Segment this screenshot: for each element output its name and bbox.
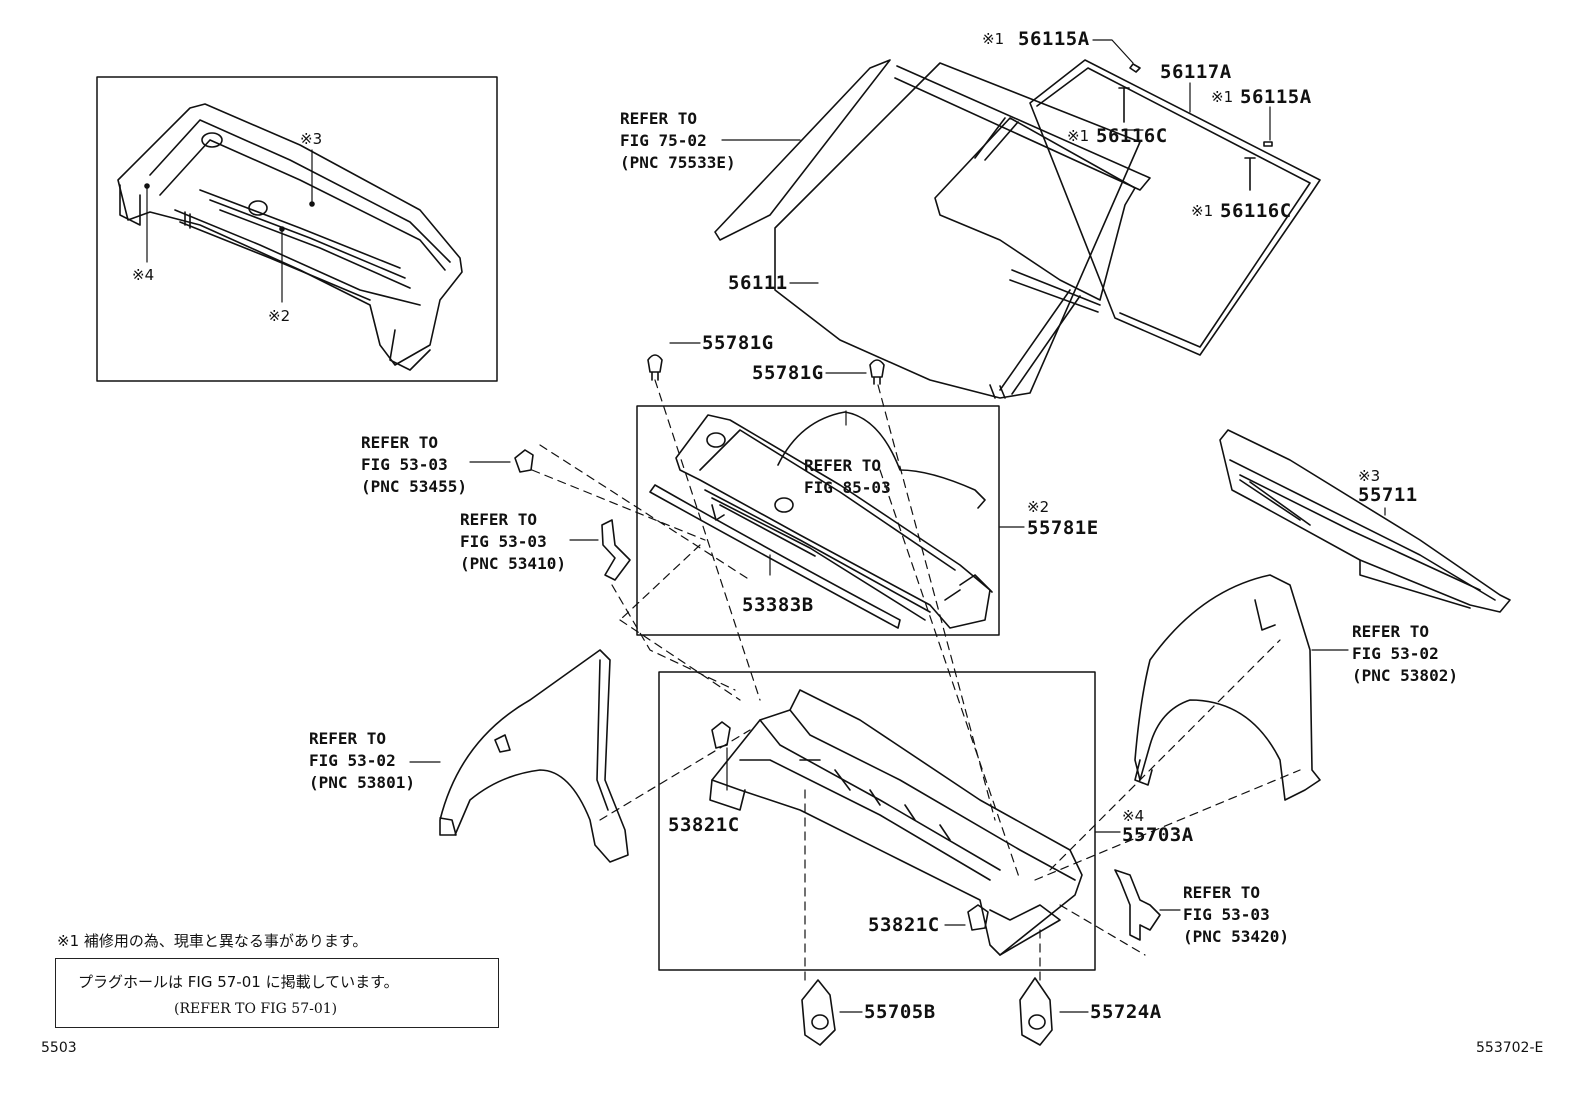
mark-1-d: ※1 <box>1191 202 1214 220</box>
inset-frame <box>96 76 498 382</box>
windshield-glass <box>714 59 1151 399</box>
stopper-56116C <box>1118 87 1130 123</box>
cowl-louver-panel <box>675 414 993 629</box>
cowl-louver-box <box>636 405 1000 636</box>
clip-55781G-right <box>869 359 885 385</box>
cowl-panel-box <box>658 671 1096 971</box>
part-55703A-label: 55703A <box>1122 824 1194 846</box>
footnote-1: ※1 補修用の為、現車と異なる事があります。 <box>57 932 368 950</box>
refer-fig-53-03-a[interactable]: REFER TO FIG 53-03 (PNC 53455) <box>361 433 467 496</box>
part-55711-label: 55711 <box>1358 484 1418 506</box>
part-56111-label: 56111 <box>728 272 788 294</box>
bracket-53821C-right <box>967 904 989 931</box>
inset-mark-2: ※2 <box>268 307 291 325</box>
refer-fig-53-03-b[interactable]: REFER TO FIG 53-03 (PNC 53410) <box>460 510 566 573</box>
page-code-left: 5503 <box>41 1040 77 1056</box>
inset-mark-3: ※3 <box>300 130 323 148</box>
seal-55724A <box>1019 977 1053 1046</box>
bracket-53410 <box>601 519 631 581</box>
assembly-dashed-lines <box>531 379 1301 986</box>
clip-55781G-left <box>647 354 663 381</box>
part-56116C-label: 56116C <box>1096 125 1168 147</box>
plug-hole-note-en[interactable]: (REFER TO FIG 57-01) <box>174 1001 338 1017</box>
part-53821C-label: 53821C <box>668 814 740 836</box>
cowl-seal-53383B <box>649 484 901 629</box>
part-55781G-label: 55781G <box>702 332 774 354</box>
refer-fig-85-03[interactable]: REFER TO FIG 85-03 <box>804 456 891 497</box>
part-56115A-label-2: 56115A <box>1240 86 1312 108</box>
inset-cowl-assembly <box>117 103 463 371</box>
plug-hole-note-box: プラグホールは FIG 57-01 に掲載しています。 (REFER TO FI… <box>55 958 499 1028</box>
mark-1-b: ※1 <box>1211 88 1234 106</box>
part-56115A-label: 56115A <box>1018 28 1090 50</box>
refer-fig-53-03-c[interactable]: REFER TO FIG 53-03 (PNC 53420) <box>1183 883 1289 946</box>
seal-55705B <box>801 979 836 1046</box>
windshield-molding <box>1029 59 1321 356</box>
refer-fig-53-02-right[interactable]: REFER TO FIG 53-02 (PNC 53802) <box>1352 622 1458 685</box>
bracket-53821C-left <box>711 721 731 749</box>
fender-left <box>439 649 629 863</box>
part-56117A-label: 56117A <box>1160 61 1232 83</box>
washer-hose <box>777 411 986 509</box>
refer-fig-53-02-left[interactable]: REFER TO FIG 53-02 (PNC 53801) <box>309 729 415 792</box>
part-53383B-label: 53383B <box>742 594 814 616</box>
figure-code-right: 553702-E <box>1476 1040 1544 1056</box>
plug-hole-note-jp: プラグホールは FIG 57-01 に掲載しています。 <box>78 973 399 991</box>
mark-3: ※3 <box>1358 467 1381 485</box>
fender-right <box>1134 574 1321 801</box>
cowl-panel-55703A <box>709 689 1083 956</box>
mark-1-c: ※1 <box>1067 127 1090 145</box>
cowl-top-55711 <box>1219 429 1511 613</box>
inset-mark-4: ※4 <box>132 266 155 284</box>
mark-1-a: ※1 <box>982 30 1005 48</box>
mark-4: ※4 <box>1122 807 1145 825</box>
bracket-53420 <box>1114 869 1161 941</box>
part-55781G-label-2: 55781G <box>752 362 824 384</box>
bracket-53455 <box>514 449 534 473</box>
part-53821C-label-2: 53821C <box>868 914 940 936</box>
part-55781E-label: 55781E <box>1027 517 1099 539</box>
stopper-56116C-b <box>1244 157 1256 191</box>
refer-fig-75-02[interactable]: REFER TO FIG 75-02 (PNC 75533E) <box>620 109 736 172</box>
clip-56115A-b <box>1263 141 1273 147</box>
part-55705B-label: 55705B <box>864 1001 936 1023</box>
mark-2: ※2 <box>1027 498 1050 516</box>
part-55724A-label: 55724A <box>1090 1001 1162 1023</box>
part-56116C-label-2: 56116C <box>1220 200 1292 222</box>
clip-56115A <box>1129 63 1141 73</box>
